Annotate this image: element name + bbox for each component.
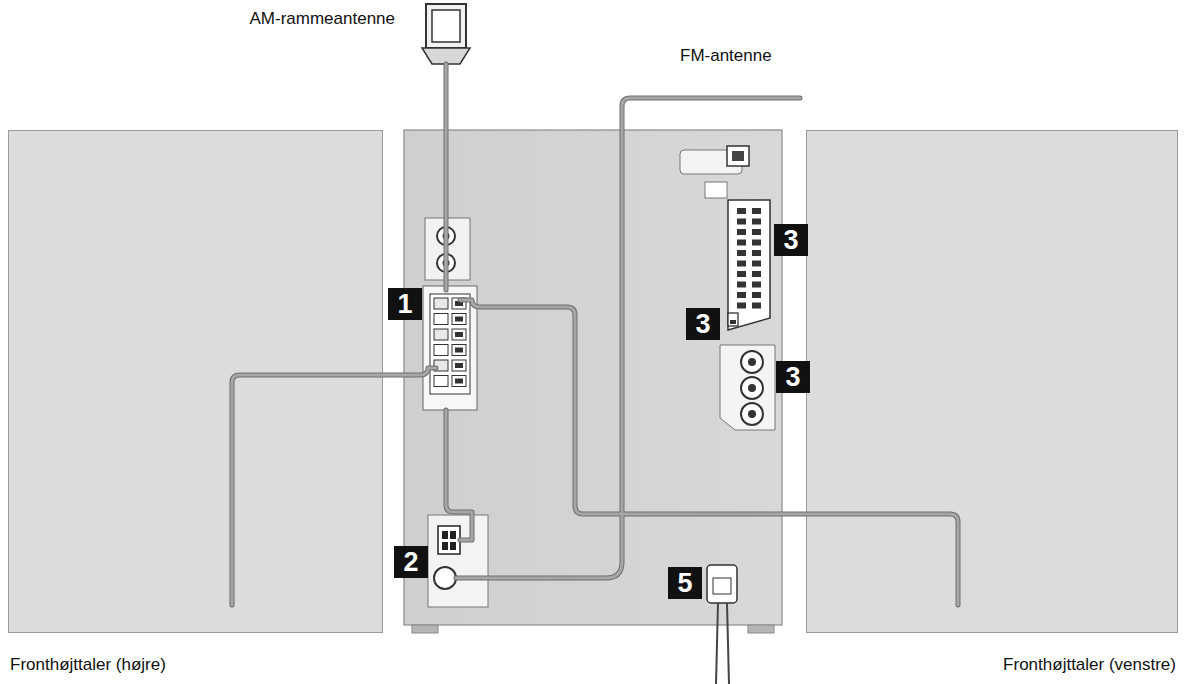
- antenna-label: AM-rammeantenne: [249, 9, 395, 29]
- speaker-cabinet: [806, 130, 1178, 633]
- speaker-cabinet: [8, 130, 383, 633]
- callout-number: 2: [394, 546, 428, 578]
- speaker-node: Fronthøjttaler (højre): [8, 130, 383, 675]
- main-unit: [404, 130, 782, 633]
- callout-number: 5: [668, 567, 702, 599]
- speaker-label: Fronthøjttaler (højre): [10, 655, 166, 675]
- callout-number: 3: [686, 308, 720, 340]
- callout-number: 3: [776, 361, 810, 393]
- am-loop-antenna: [422, 4, 470, 64]
- selector-switch: [728, 313, 738, 326]
- rca-jacks: [720, 345, 775, 430]
- speaker-terminals: [423, 286, 477, 410]
- speaker-node: Fronthøjttaler (venstre): [806, 130, 1178, 675]
- antenna-label: FM-antenne: [680, 46, 772, 66]
- speaker-label: Fronthøjttaler (venstre): [1003, 655, 1176, 675]
- power-plug: [707, 565, 737, 684]
- antenna-terminals: [428, 515, 488, 607]
- optical-port: [680, 146, 749, 174]
- upper-jacks: [425, 218, 470, 280]
- callout-number: 1: [388, 288, 422, 320]
- callout-number: 3: [774, 224, 808, 256]
